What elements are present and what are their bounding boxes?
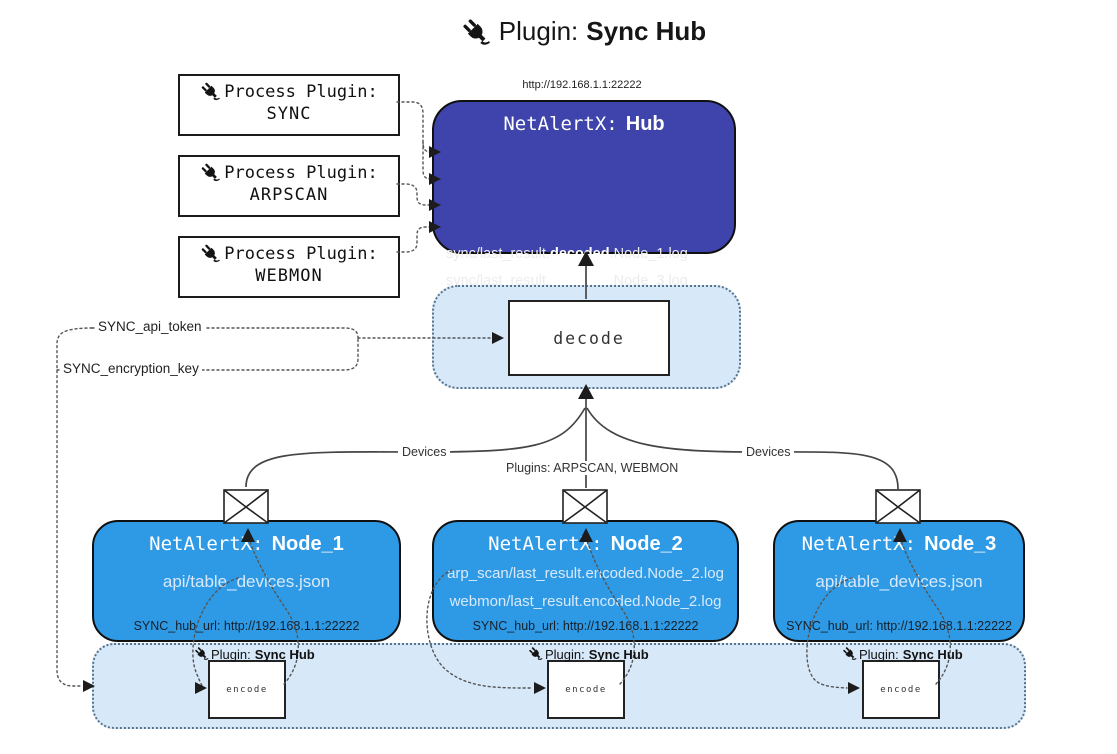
node-hub-url: SYNC_hub_url: http://192.168.1.1:22222 [133,619,360,633]
setting-sync-api-token: SYNC_api_token [95,319,205,334]
encode-group-label: Plugin:Sync Hub [842,646,963,662]
decode-box: decode [508,300,670,376]
process-plugin-label: Process Plugin: [224,244,378,264]
plug-icon [461,17,493,49]
process-plugin-name: SYNC [266,104,312,124]
process-plugin-name: WEBMON [255,266,323,286]
page-title-prefix: Plugin: [498,16,579,46]
process-plugin-box-sync: Process Plugin: SYNC [178,74,400,136]
edge-label-plugins: Plugins: ARPSCAN, WEBMON [502,461,683,475]
hub-title: NetAlertX:Hub [503,113,665,135]
process-plugin-box-webmon: Process Plugin: WEBMON [178,236,400,298]
encode-group-label: Plugin:Sync Hub [528,646,649,662]
edge-label-devices-right: Devices [742,445,795,459]
setting-sync-encryption-key: SYNC_encryption_key [60,361,202,376]
process-plugin-name: ARPSCAN [249,185,329,205]
process-plugin-label: Process Plugin: [224,163,378,183]
plug-icon [528,646,544,662]
edge-label-devices-left: Devices [398,445,451,459]
plug-icon [842,646,858,662]
process-plugin-label: Process Plugin: [224,82,378,102]
plug-icon [194,646,210,662]
page-title: Plugin: Sync Hub [0,16,1117,47]
page-title-name: Sync Hub [586,16,707,46]
hub-url-label: http://192.168.1.1:22222 [522,79,642,91]
encode-group-label: Plugin:Sync Hub [194,646,315,662]
